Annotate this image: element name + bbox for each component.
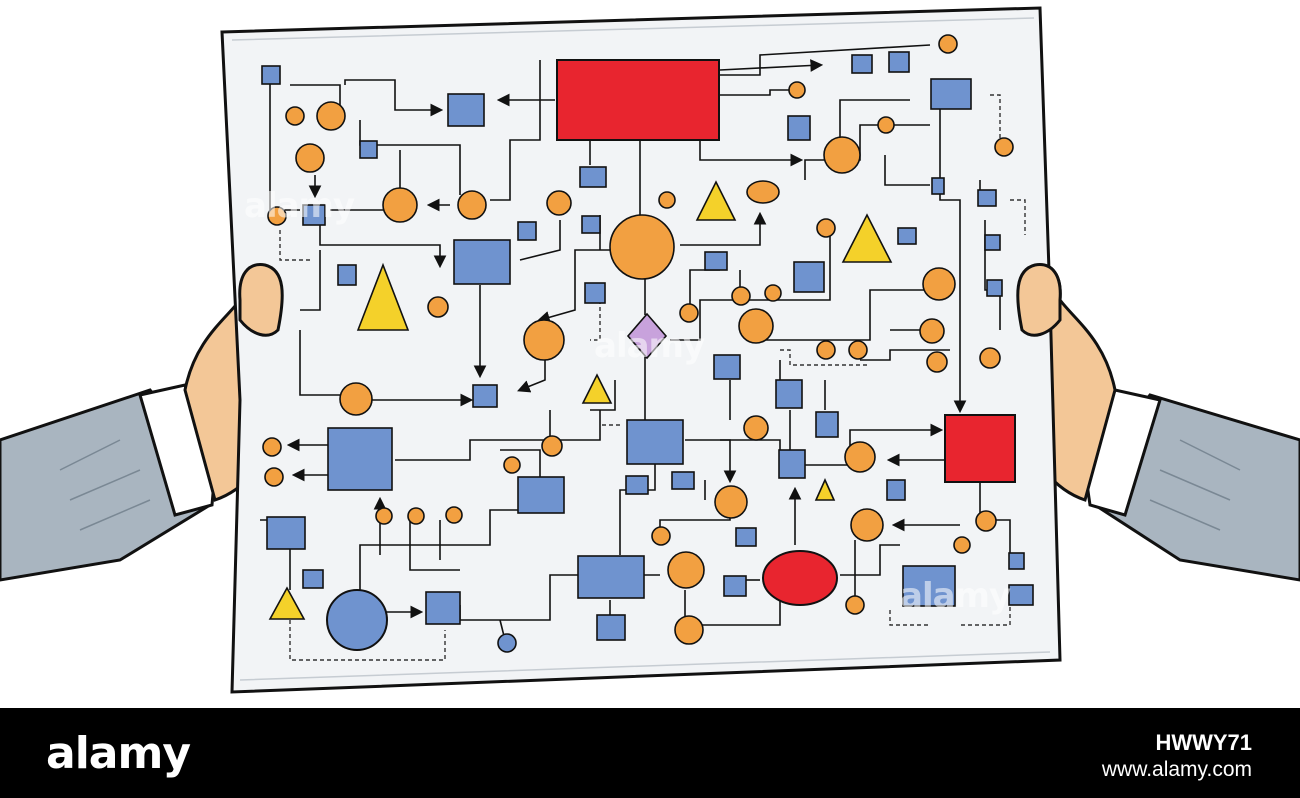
flowchart-box-red <box>556 59 720 141</box>
flowchart-circle-blue <box>326 589 388 651</box>
alamy-logo: alamy <box>46 728 191 779</box>
watermark: alamy <box>244 186 355 226</box>
watermark: alamy <box>594 326 705 366</box>
flowchart-diamond-purple <box>626 312 668 360</box>
flowchart-oval-red <box>762 550 838 606</box>
image-id: HWWY71 <box>1155 730 1252 755</box>
flowchart-triangles-yellow <box>268 180 893 620</box>
stock-footer-bar: alamy HWWY71 www.alamy.com <box>0 708 1300 798</box>
watermark: alamy <box>900 576 1011 616</box>
flowchart-box-red <box>944 414 1016 483</box>
dashed-lines <box>279 94 1026 661</box>
flowchart-boxes-blue <box>261 51 1034 641</box>
site-url: www.alamy.com <box>1101 758 1252 781</box>
flowchart-nodes-orange <box>262 34 1014 645</box>
image-info: HWWY71 www.alamy.com <box>1102 729 1252 783</box>
left-thumb <box>238 263 284 337</box>
right-thumb <box>1016 263 1062 337</box>
left-sleeve <box>0 383 217 582</box>
illustration: alamy alamy alamy <box>0 6 1300 694</box>
right-sleeve <box>1083 388 1300 582</box>
flowchart-dot-blue <box>497 633 517 653</box>
